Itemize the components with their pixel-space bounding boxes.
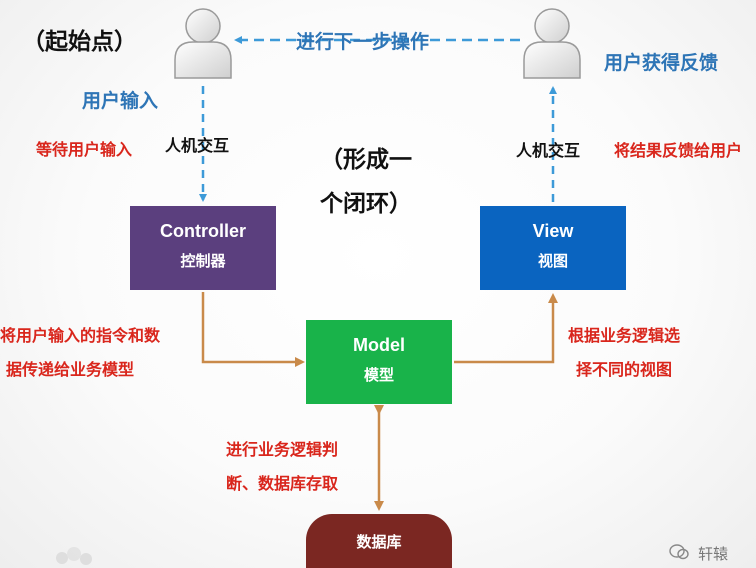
next-step-label: 进行下一步操作 [296,31,430,53]
watermark-text: 轩辕 [698,545,729,563]
controller-to-model-text-1: 将用户输入的指令和数 [0,326,161,345]
controller-box: Controller 控制器 [130,206,276,290]
interaction-right-label: 人机交互 [516,141,581,160]
controller-to-model-text-2: 据传递给业务模型 [6,360,135,379]
feedback-to-user-label: 将结果反馈给用户 [614,141,743,160]
controller-title: Controller [159,221,246,241]
model-to-view-arrow [454,293,558,364]
model-to-view-text-1: 根据业务逻辑选 [568,326,681,345]
closed-loop-line2: 个闭环） [320,191,412,217]
feedback-label: 用户获得反馈 [604,52,719,74]
bottom-left-decoration [52,544,96,568]
database-box: 数据库 [306,514,452,568]
model-db-text-1: 进行业务逻辑判 [226,440,339,459]
model-box: Model 模型 [306,320,452,404]
model-to-view-text-2: 择不同的视图 [576,360,673,379]
wait-input-label: 等待用户输入 [36,140,133,159]
controller-subtitle: 控制器 [180,252,226,270]
start-point-label: （起始点） [22,29,137,55]
right-user-icon [520,4,584,80]
controller-to-model-arrow [201,292,305,367]
model-subtitle: 模型 [363,366,394,384]
view-subtitle: 视图 [537,252,568,270]
model-title: Model [353,335,405,355]
view-box: View 视图 [480,206,626,290]
model-db-text-2: 断、数据库存取 [226,474,339,493]
database-label: 数据库 [356,533,402,551]
left-user-icon [171,4,235,80]
closed-loop-line1: （形成一 [320,147,412,173]
view-title: View [532,221,574,241]
watermark-logo-icon [669,544,689,560]
interaction-left-label: 人机交互 [165,136,230,155]
user-input-label: 用户输入 [82,90,159,112]
